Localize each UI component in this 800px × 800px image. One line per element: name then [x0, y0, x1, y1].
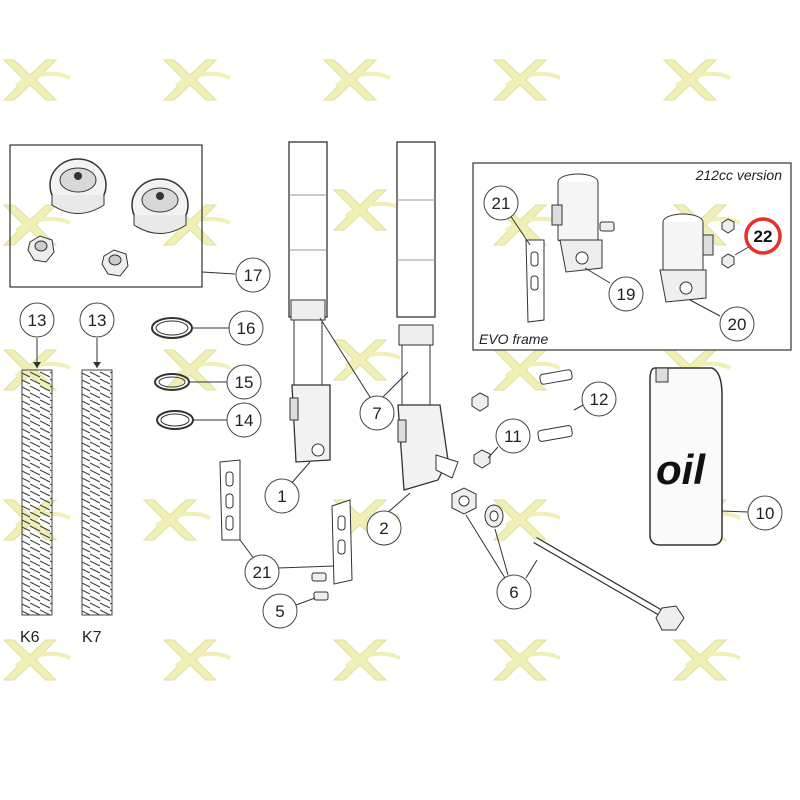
svg-text:22: 22: [754, 227, 773, 246]
screws-5: [295, 572, 329, 606]
callout-13-right: 13: [79, 302, 115, 338]
fork-cap-left: [49, 158, 107, 214]
svg-text:12: 12: [590, 390, 609, 409]
callout-12: 12: [581, 381, 617, 417]
svg-text:1: 1: [277, 487, 286, 506]
svg-text:21: 21: [492, 194, 511, 213]
callout-17: 17: [235, 257, 271, 293]
oil-bottle: oil: [649, 367, 749, 546]
callout-13-left: 13: [19, 302, 55, 338]
bracket-21-lower: [219, 459, 353, 585]
callout-19: 19: [608, 276, 644, 312]
callout-14: 14: [226, 402, 262, 438]
brand-watermark-logo: [2, 58, 742, 682]
svg-text:17: 17: [244, 266, 263, 285]
callout-2: 2: [366, 510, 402, 546]
watermark-layer: [2, 58, 742, 682]
callout-1: 1: [264, 478, 300, 514]
callout-11: 11: [495, 418, 531, 454]
svg-text:7: 7: [372, 404, 381, 423]
svg-text:20: 20: [728, 315, 747, 334]
callout-6: 6: [496, 574, 532, 610]
svg-text:21: 21: [253, 563, 272, 582]
spring-k7: [81, 338, 113, 616]
svg-text:5: 5: [275, 602, 284, 621]
spring-k6: [21, 338, 53, 616]
inset-212cc-box: 212cc version EVO frame: [472, 162, 792, 351]
oil-label: oil: [656, 446, 706, 493]
callout-15: 15: [226, 364, 262, 400]
clamp-19: [551, 173, 615, 284]
svg-text:15: 15: [235, 373, 254, 392]
svg-text:19: 19: [617, 285, 636, 304]
nut-right: [101, 249, 129, 277]
clamp-20: [659, 213, 753, 317]
callout-10: 10: [747, 495, 783, 531]
callout-7: 7: [359, 395, 395, 431]
version-212cc-label: 212cc version: [695, 167, 783, 183]
spring-k6-label: K6: [20, 629, 40, 646]
svg-text:11: 11: [504, 427, 522, 446]
fork-leg-left: [288, 141, 331, 463]
evo-frame-label: EVO frame: [479, 331, 548, 347]
svg-text:13: 13: [88, 311, 107, 330]
svg-text:6: 6: [509, 583, 518, 602]
fork-cap-right: [131, 178, 189, 234]
axle-6: [451, 487, 685, 631]
svg-text:2: 2: [379, 519, 388, 538]
bracket-21-inset: [509, 214, 545, 323]
svg-text:14: 14: [235, 411, 254, 430]
svg-text:13: 13: [28, 311, 47, 330]
svg-text:10: 10: [756, 504, 775, 523]
callouts: 17 16 15 14 13 13 7 1 2 21 5 11 12 6 10 …: [19, 185, 783, 629]
bolts-11-12: [471, 369, 586, 469]
nut-left: [27, 235, 55, 263]
callout-22-highlighted: 22: [744, 217, 782, 255]
spring-k7-label: K7: [82, 629, 102, 646]
callout-16: 16: [228, 310, 264, 346]
callout-20: 20: [719, 306, 755, 342]
part-17-group: [9, 144, 236, 288]
o-rings: [151, 317, 230, 430]
callout-21-lower: 21: [244, 554, 280, 590]
fork-leg-right: [396, 141, 459, 491]
svg-text:16: 16: [237, 319, 256, 338]
callout-5: 5: [262, 593, 298, 629]
callout-21-inset: 21: [483, 185, 519, 221]
